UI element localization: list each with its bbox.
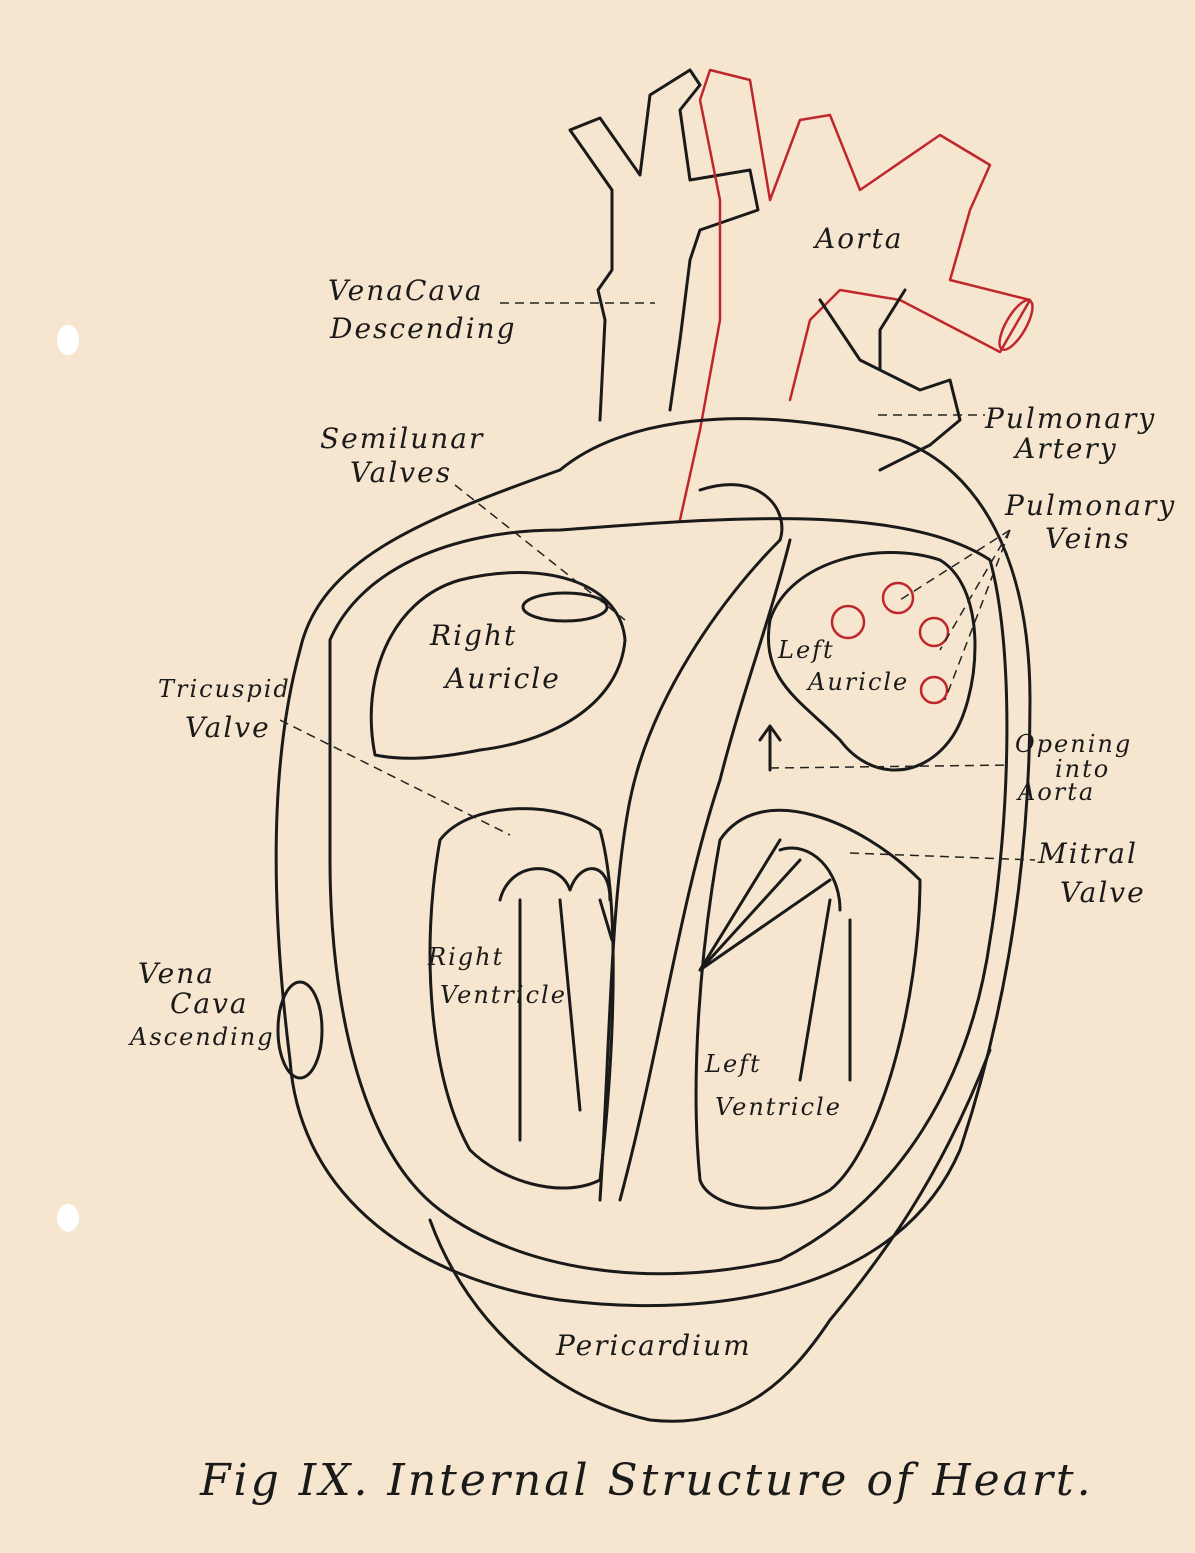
heart-inner-wall xyxy=(328,517,1009,1276)
leader-tricuspid-valve xyxy=(279,719,511,836)
label-semilunar-valves: Semilunar xyxy=(320,422,484,455)
label-left-auricle: Auricle xyxy=(806,668,909,696)
septum xyxy=(598,483,792,1202)
label-mitral-valve: Mitral xyxy=(1037,837,1138,870)
label-right-ventricle: Right xyxy=(427,943,504,971)
label-vena-cava-ascending: Vena xyxy=(138,957,215,990)
pericardium-outline xyxy=(428,1048,992,1423)
figure-caption: Fig IX. Internal Structure of Heart. xyxy=(199,1455,1094,1506)
mitral-valve-cusps xyxy=(698,838,852,1082)
leader-pulmonary-veins xyxy=(899,529,1011,701)
right-auricle-chamber xyxy=(369,571,627,760)
label-pulmonary-artery: Pulmonary xyxy=(984,402,1156,435)
left-auricle-chamber xyxy=(767,551,977,772)
label-semilunar-valves: Valves xyxy=(350,456,452,489)
label-right-auricle: Auricle xyxy=(442,662,561,695)
label-vena-cava-descending: Descending xyxy=(329,312,517,345)
label-pulmonary-veins: Pulmonary xyxy=(1004,489,1176,522)
label-aorta: Aorta xyxy=(812,222,903,255)
binder-hole-top xyxy=(57,325,79,355)
opening-into-aorta-arrow xyxy=(758,724,782,772)
label-opening-into-aorta: Aorta xyxy=(1016,778,1095,806)
leader-semilunar-valves xyxy=(454,484,626,621)
pulmonary-vein-opening xyxy=(830,604,866,640)
label-opening-into-aorta: Opening xyxy=(1015,730,1132,758)
binder-hole-bottom xyxy=(57,1204,79,1232)
pulmonary-vein-opening xyxy=(881,581,915,615)
label-pericardium: Pericardium xyxy=(555,1329,752,1362)
label-left-ventricle: Left xyxy=(704,1050,762,1078)
leader-opening-into-aorta xyxy=(769,764,1011,769)
label-left-auricle: Left xyxy=(777,636,835,664)
aorta-vessel xyxy=(678,68,1032,522)
label-vena-cava-descending: VenaCava xyxy=(328,274,484,307)
right-ventricle-chamber xyxy=(428,807,615,1190)
label-vena-cava-ascending: Ascending xyxy=(128,1023,275,1051)
label-opening-into-aorta: into xyxy=(1055,755,1110,783)
label-tricuspid-valve: Tricuspid xyxy=(158,675,291,703)
vena-cava-descending-vessel xyxy=(568,68,760,422)
label-left-ventricle: Ventricle xyxy=(715,1093,842,1121)
aorta-opening xyxy=(998,298,1034,352)
pulmonary-vein-opening xyxy=(918,616,950,648)
label-pulmonary-artery: Artery xyxy=(1012,432,1118,465)
vena-cava-ascending-vessel xyxy=(276,980,324,1080)
heart-outer-wall xyxy=(274,417,1032,1308)
semilunar-valve-opening xyxy=(521,591,609,623)
label-right-auricle: Right xyxy=(429,619,517,652)
label-pulmonary-veins: Veins xyxy=(1045,522,1131,555)
leader-mitral-valve xyxy=(849,852,1036,861)
label-tricuspid-valve: Valve xyxy=(185,711,271,744)
label-mitral-valve: Valve xyxy=(1060,876,1146,909)
label-vena-cava-ascending: Cava xyxy=(170,987,249,1020)
pulmonary-vein-opening xyxy=(919,675,949,705)
left-ventricle-chamber xyxy=(694,808,922,1210)
tricuspid-valve-cusps xyxy=(498,867,614,1142)
label-right-ventricle: Ventricle xyxy=(440,981,567,1009)
pulmonary-artery-vessel xyxy=(818,288,962,472)
